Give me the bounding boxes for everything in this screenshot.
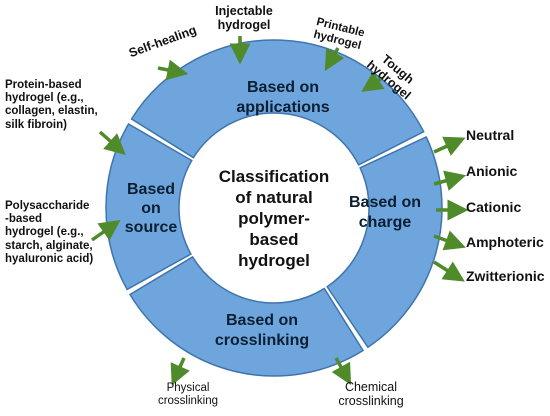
arrow-self-healing — [157, 59, 189, 81]
label-anionic: Anionic — [466, 163, 518, 179]
arrow-printable — [324, 47, 345, 72]
arrow-tough — [361, 71, 385, 92]
label-chemical-crosslinking: Chemical crosslinking — [338, 380, 404, 409]
arrow-zwitterionic — [433, 260, 465, 282]
label-neutral: Neutral — [466, 127, 515, 143]
segment-crosslinking — [128, 255, 365, 377]
arrow-polysaccharide — [90, 219, 121, 242]
segment-source — [105, 122, 193, 291]
label-polysaccharide-based-hydrogel: Polysaccharide -based hydrogel (e.g., st… — [5, 200, 94, 265]
label-amphoteric: Amphoteric — [466, 234, 544, 250]
arrow-amphoteric — [433, 230, 466, 251]
label-zwitterionic: Zwitterionic — [466, 268, 545, 284]
label-physical-crosslinking: Physical crosslinking — [157, 382, 219, 408]
segment-applications — [130, 39, 425, 166]
arrow-chemical — [331, 357, 352, 386]
arrow-protein — [98, 130, 126, 155]
arrow-physical — [170, 357, 190, 386]
arrow-anionic — [433, 170, 467, 191]
segment-charge — [326, 136, 443, 349]
arrow-neutral — [433, 136, 466, 156]
label-protein-based-hydrogel: Protein-based hydrogel (e.g., collagen, … — [5, 79, 98, 131]
label-injectable-hydrogel: Injectable hydrogel — [215, 4, 273, 33]
label-cationic: Cationic — [466, 199, 522, 215]
